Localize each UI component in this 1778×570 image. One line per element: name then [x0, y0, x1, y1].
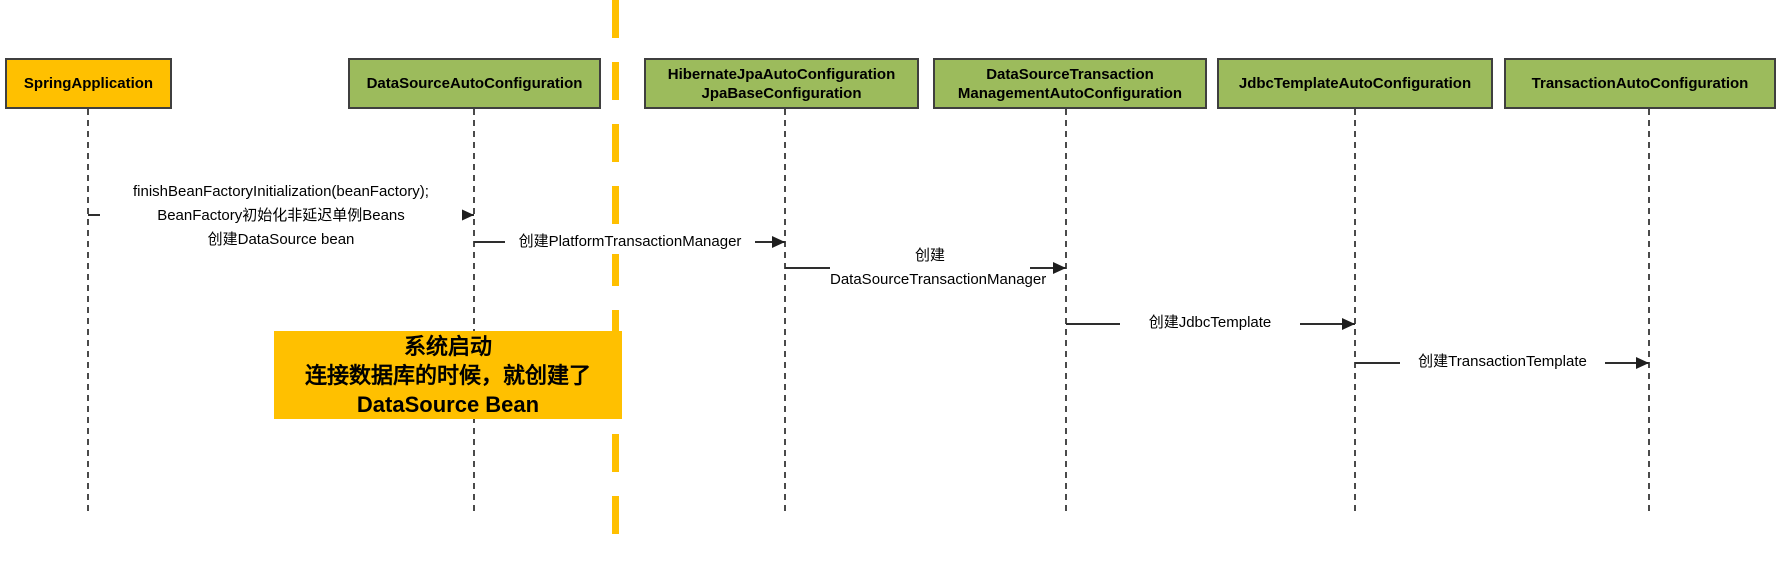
- message-label-create-datasource-transaction-manager: 创建 DataSourceTransactionManager: [830, 244, 1047, 292]
- phase-separator-dashed-line: [612, 0, 619, 558]
- message-text-line: BeanFactory初始化非延迟单例Beans: [157, 207, 405, 224]
- note-text-line: 连接数据库的时候，就创建了: [304, 362, 591, 388]
- lifeline-jdbc-template-auto-configuration: [1354, 109, 1356, 512]
- message-text-line: DataSourceTransactionManager: [830, 271, 1047, 288]
- participant-label: SpringApplication: [23, 75, 154, 92]
- message-text-line: 创建TransactionTemplate: [1418, 353, 1587, 370]
- message-label-create-jdbc-template: 创建JdbcTemplate: [1120, 311, 1300, 335]
- message-text-line: 创建JdbcTemplate: [1148, 314, 1272, 331]
- lifeline-datasource-transaction-management: [1065, 109, 1067, 512]
- arrowhead-icon: [1342, 318, 1355, 330]
- arrowhead-icon: [1053, 262, 1066, 274]
- participant-box-transaction-auto-configuration: TransactionAutoConfiguration: [1504, 58, 1776, 109]
- message-label-finish-bean-factory: finishBeanFactoryInitialization(beanFact…: [100, 180, 462, 252]
- participant-label: ManagementAutoConfiguration: [957, 84, 1183, 102]
- participant-label: DataSourceTransaction: [986, 65, 1154, 83]
- note-system-startup: 系统启动 连接数据库的时候，就创建了 DataSource Bean: [274, 331, 622, 419]
- participant-box-spring-application: SpringApplication: [5, 58, 172, 109]
- participant-box-hibernate-jpa-auto-configuration: HibernateJpaAutoConfiguration JpaBaseCon…: [644, 58, 919, 109]
- note-text-line: DataSource Bean: [356, 391, 540, 417]
- note-text-line: 系统启动: [403, 333, 492, 359]
- message-text-line: 创建PlatformTransactionManager: [518, 233, 742, 250]
- message-text-line: 创建DataSource bean: [207, 231, 355, 248]
- participant-box-datasource-transaction-management: DataSourceTransaction ManagementAutoConf…: [933, 58, 1207, 109]
- participant-box-jdbc-template-auto-configuration: JdbcTemplateAutoConfiguration: [1217, 58, 1493, 109]
- message-label-create-platform-transaction-manager: 创建PlatformTransactionManager: [505, 230, 755, 254]
- message-text-line: 创建: [914, 247, 945, 264]
- lifeline-datasource-auto-configuration: [473, 109, 475, 512]
- message-label-create-transaction-template: 创建TransactionTemplate: [1400, 350, 1605, 374]
- arrowhead-icon: [1636, 357, 1649, 369]
- participant-label: TransactionAutoConfiguration: [1531, 75, 1749, 92]
- participant-box-datasource-auto-configuration: DataSourceAutoConfiguration: [348, 58, 601, 109]
- arrowhead-icon: [772, 236, 785, 248]
- lifeline-transaction-auto-configuration: [1648, 109, 1650, 512]
- lifeline-spring-application: [87, 109, 89, 512]
- participant-label: HibernateJpaAutoConfiguration: [667, 65, 896, 83]
- message-text-line: finishBeanFactoryInitialization(beanFact…: [133, 183, 429, 200]
- participant-label: JdbcTemplateAutoConfiguration: [1238, 75, 1472, 92]
- lifeline-hibernate-jpa-auto-configuration: [784, 109, 786, 512]
- participant-label: DataSourceAutoConfiguration: [366, 75, 583, 92]
- arrowhead-icon: [461, 209, 474, 221]
- participant-label: JpaBaseConfiguration: [701, 84, 862, 102]
